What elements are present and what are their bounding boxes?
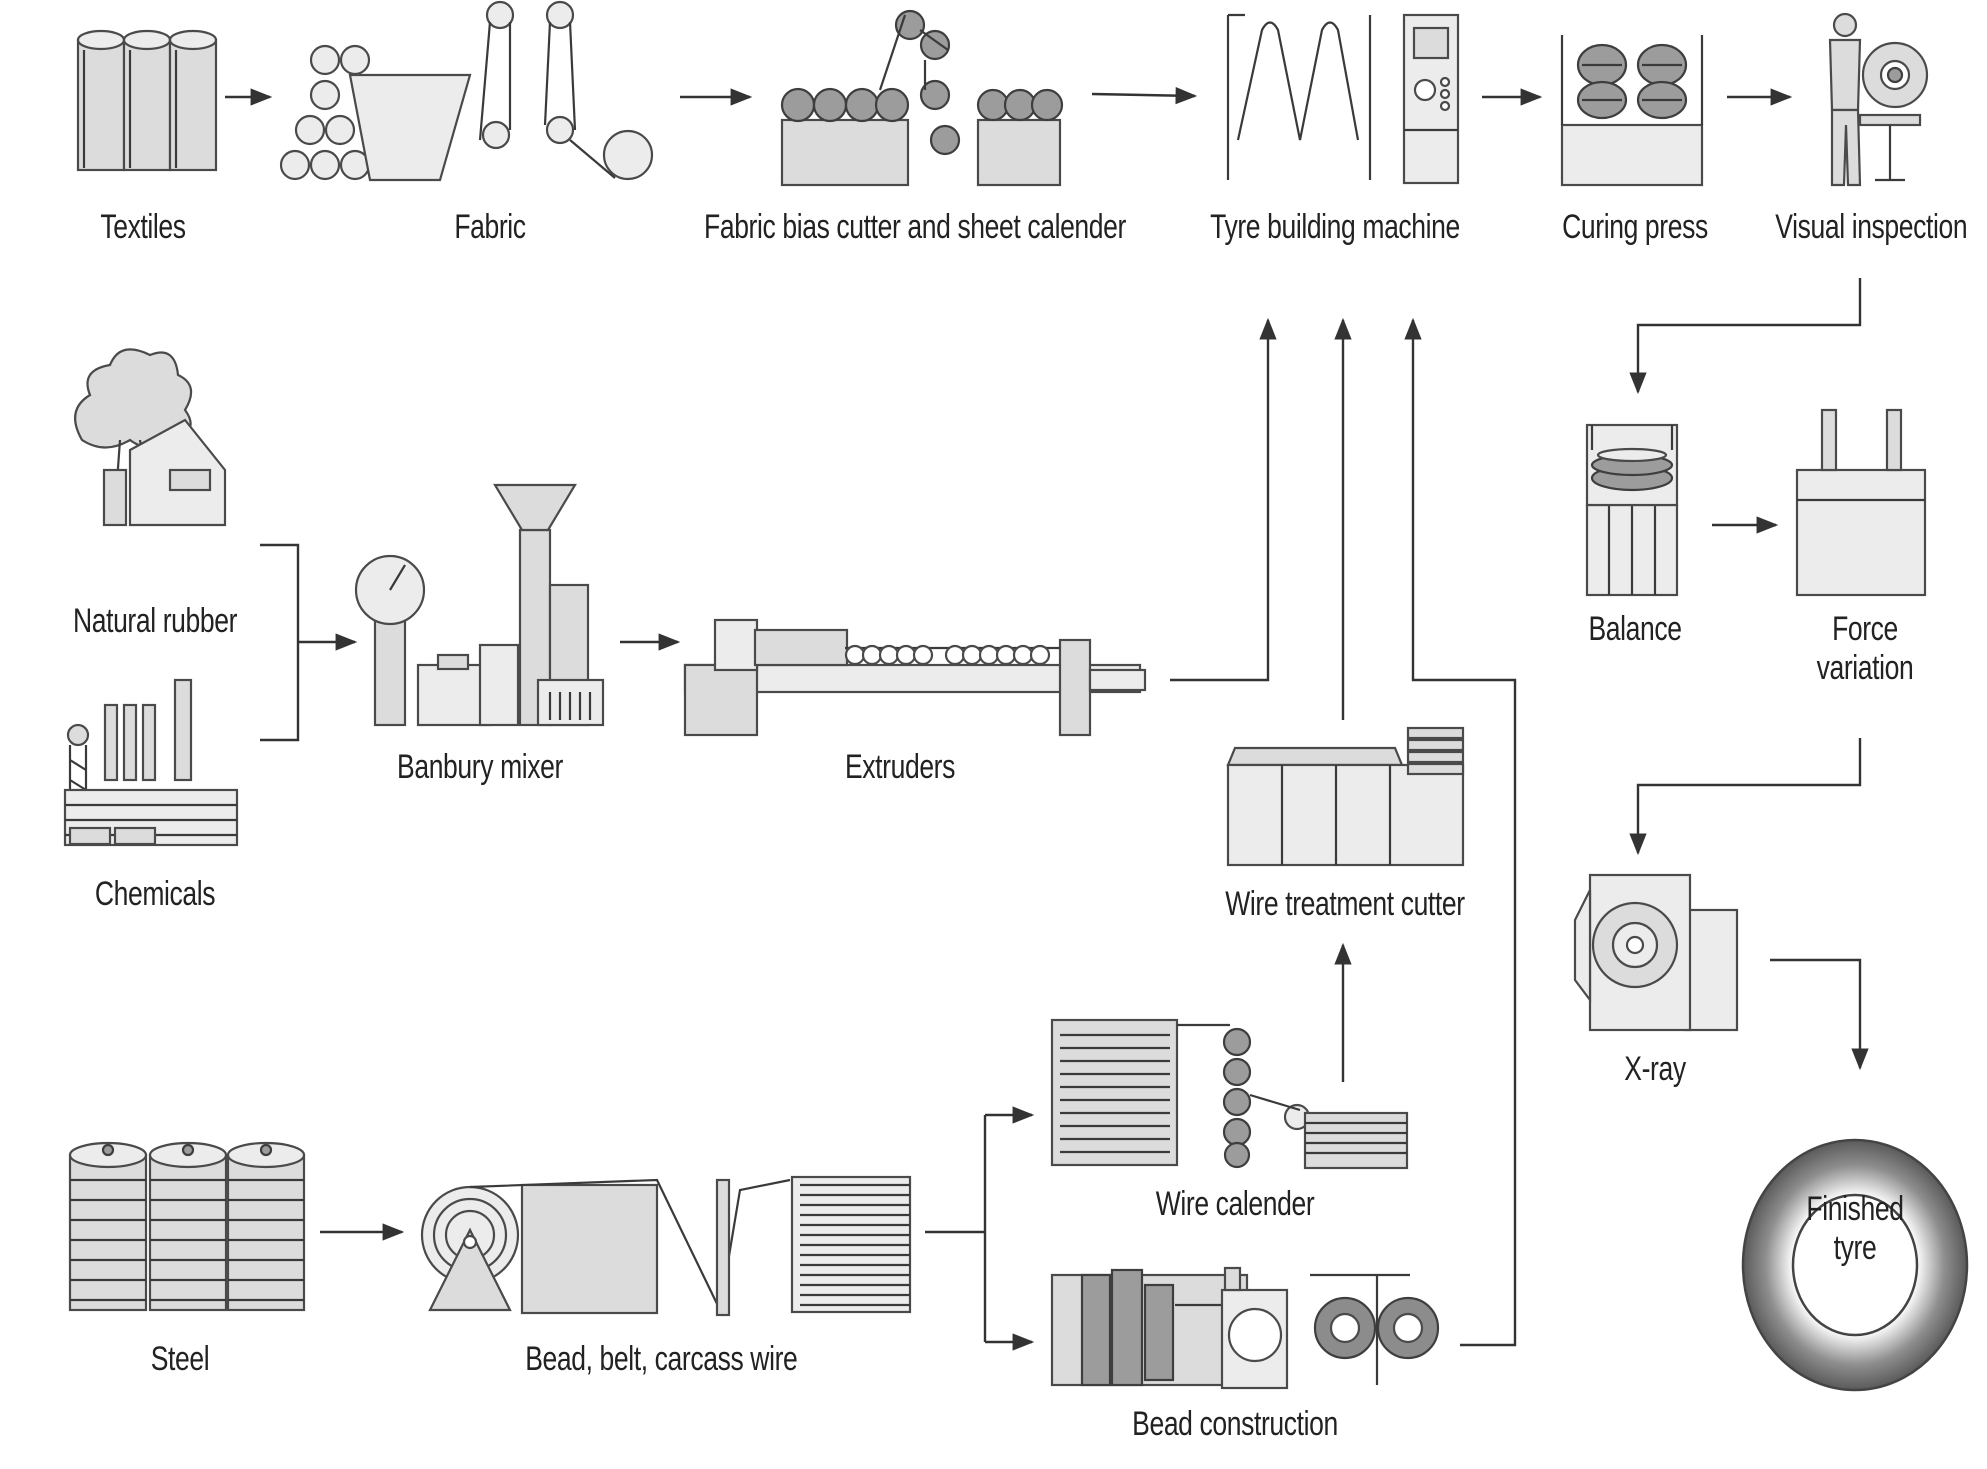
label-chemicals: Chemicals (94, 875, 216, 913)
label-finished-tyre-line2: tyre (1833, 1229, 1877, 1268)
label-bead-construction: Bead construction (1132, 1405, 1338, 1443)
xray-illustration (1573, 873, 1739, 1032)
chemicals-illustration (63, 678, 239, 847)
label-xray: X-ray (1624, 1050, 1686, 1088)
label-wire-calender: Wire calender (1155, 1185, 1315, 1223)
textiles-illustration (76, 29, 218, 172)
label-force-variation-line2: variation (1816, 649, 1914, 688)
label-natural-rubber: Natural rubber (72, 602, 238, 640)
label-fabric-bias-cutter: Fabric bias cutter and sheet calender (704, 208, 1126, 246)
banbury-mixer-illustration (354, 483, 605, 727)
wire-calender-illustration (1050, 1018, 1409, 1170)
label-visual-inspection: Visual inspection (1775, 208, 1968, 246)
curing-press-illustration (1560, 35, 1704, 187)
wire-treatment-cutter-illustration (1226, 726, 1465, 867)
balance-illustration (1585, 423, 1679, 597)
fabric-bias-cutter-illustration (780, 9, 1064, 187)
label-wire-treatment-cutter: Wire treatment cutter (1225, 885, 1465, 923)
label-tyre-building-machine: Tyre building machine (1210, 208, 1460, 246)
label-force-variation-line1: Force (1832, 610, 1898, 648)
visual-inspection-illustration (1828, 12, 1929, 187)
natural-rubber-illustration (74, 348, 227, 527)
steel-illustration (68, 1141, 306, 1312)
finished-tyre-illustration (1741, 1138, 1969, 1392)
label-force-variation: Force variation (1791, 610, 1939, 688)
label-banbury-mixer: Banbury mixer (397, 748, 563, 786)
label-finished-tyre-line1: Finished (1806, 1190, 1904, 1228)
label-steel: Steel (150, 1340, 210, 1378)
label-finished-tyre: Finished tyre (1797, 1190, 1914, 1268)
bead-construction-illustration (1050, 1266, 1440, 1390)
flow-arrows (225, 86, 1869, 1351)
label-textiles: Textiles (100, 208, 186, 246)
label-extruders: Extruders (845, 748, 955, 786)
extruders-illustration (683, 618, 1147, 737)
label-fabric: Fabric (454, 208, 526, 246)
force-variation-illustration (1795, 408, 1927, 597)
label-balance: Balance (1588, 610, 1682, 648)
fabric-illustration (279, 0, 654, 182)
tyre-building-machine-illustration (1226, 13, 1460, 185)
label-bead-belt-carcass-wire: Bead, belt, carcass wire (525, 1340, 798, 1378)
bead-belt-carcass-wire-illustration (420, 1175, 912, 1317)
label-curing-press: Curing press (1562, 208, 1708, 246)
